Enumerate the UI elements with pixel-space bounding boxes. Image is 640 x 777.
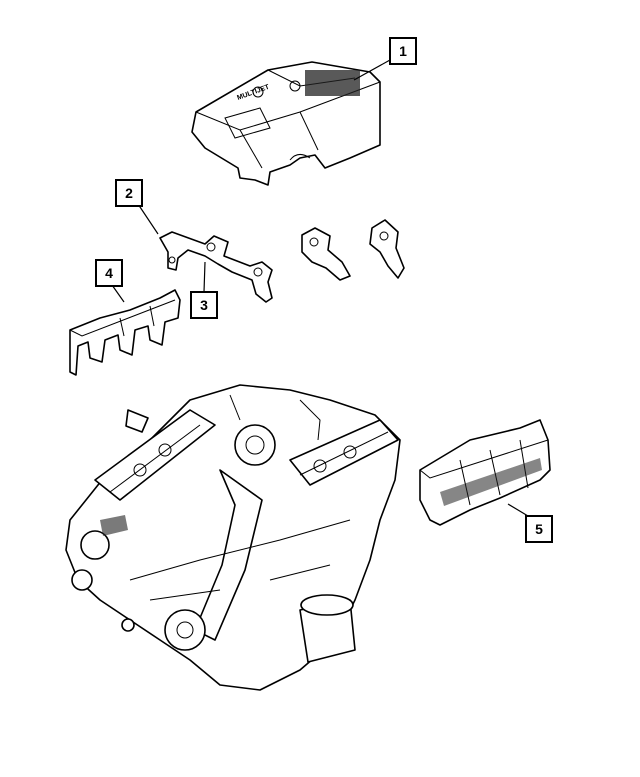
mounting-brackets xyxy=(301,219,405,281)
callout-4: 4 xyxy=(95,259,123,287)
leader-3 xyxy=(203,261,206,293)
leader-5 xyxy=(507,503,529,517)
cover-vent-grille xyxy=(305,70,360,96)
callout-label-1: 1 xyxy=(399,43,407,59)
callout-2: 2 xyxy=(115,179,143,207)
engine-cover: MULTIJET xyxy=(191,61,381,186)
injector-cover xyxy=(69,289,181,376)
heat-shield xyxy=(419,419,551,526)
leader-4 xyxy=(111,284,125,303)
callout-label-4: 4 xyxy=(105,265,113,281)
leader-2 xyxy=(137,203,159,235)
callout-5: 5 xyxy=(525,515,553,543)
callout-3: 3 xyxy=(190,291,218,319)
callout-1: 1 xyxy=(389,37,417,65)
leader-1 xyxy=(353,59,391,81)
leader-lines xyxy=(111,59,529,517)
callout-label-5: 5 xyxy=(535,521,543,537)
callout-label-2: 2 xyxy=(125,185,133,201)
callout-label-3: 3 xyxy=(200,297,208,313)
engine-assembly xyxy=(65,384,401,691)
wiring-bracket xyxy=(159,231,273,303)
